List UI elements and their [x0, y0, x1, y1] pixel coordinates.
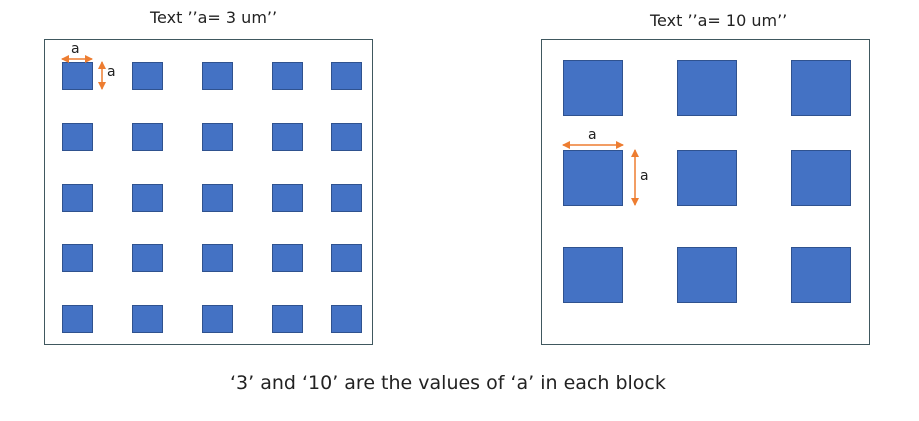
left-block-square: [272, 244, 303, 272]
left-block-square: [62, 123, 93, 151]
left-block-square: [132, 184, 163, 212]
right-block-title: Text ’’a= 10 um’’: [650, 11, 788, 30]
right-block-square: [563, 60, 623, 116]
left-block-square: [272, 184, 303, 212]
left-block-square: [132, 62, 163, 90]
right-block-panel: [541, 39, 870, 345]
right-block-square: [791, 150, 851, 206]
left-block-square: [62, 184, 93, 212]
left-block-square: [272, 123, 303, 151]
left-block-square: [331, 123, 362, 151]
left-block-square: [331, 244, 362, 272]
left-block-square: [202, 62, 233, 90]
left-block-square: [202, 123, 233, 151]
left-block-square: [272, 305, 303, 333]
right-block-square: [677, 247, 737, 303]
left-block-square: [62, 62, 93, 90]
left-block-square: [272, 62, 303, 90]
left-block-square: [62, 305, 93, 333]
left-block-square: [202, 244, 233, 272]
left-block-square: [132, 123, 163, 151]
right-block-square: [563, 247, 623, 303]
right-block-square: [677, 150, 737, 206]
left-block-square: [132, 305, 163, 333]
left-block-square: [331, 62, 362, 90]
left-block-square: [132, 244, 163, 272]
right-block-square: [677, 60, 737, 116]
left-block-square: [331, 184, 362, 212]
right-block-square: [563, 150, 623, 206]
left-block-square: [331, 305, 362, 333]
left-block-square: [202, 305, 233, 333]
right-block-square: [791, 60, 851, 116]
left-block-square: [62, 244, 93, 272]
left-block-title: Text ’’a= 3 um’’: [150, 8, 278, 27]
left-block-square: [202, 184, 233, 212]
left-block-panel: [44, 39, 373, 345]
right-block-square: [791, 247, 851, 303]
caption: ‘3’ and ‘10’ are the values of ‘a’ in ea…: [230, 372, 666, 394]
